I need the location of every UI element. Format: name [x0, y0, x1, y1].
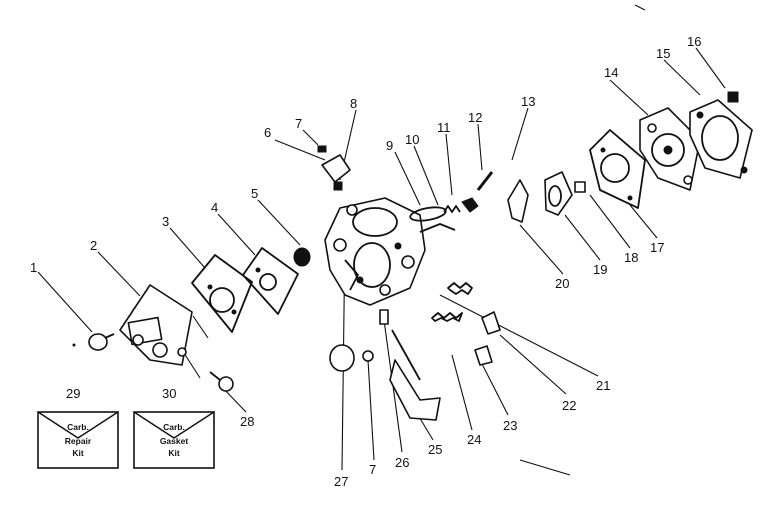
callout-18: 18 — [624, 250, 638, 265]
callout-20: 20 — [555, 276, 569, 291]
part-26-shaft — [379, 309, 421, 381]
callout-16: 16 — [687, 34, 701, 49]
part-28-screw — [209, 371, 234, 392]
part-8-screw — [333, 181, 343, 191]
callout-17: 17 — [650, 240, 664, 255]
callout-8: 8 — [350, 96, 357, 111]
repair-kit-envelope: Carb. Repair Kit — [37, 411, 119, 469]
carburetor-body — [324, 197, 456, 306]
callout-24: 24 — [467, 432, 481, 447]
part-15-cover — [689, 99, 753, 179]
gasket-kit-envelope: Carb. Gasket Kit — [133, 411, 215, 469]
part-17-gasket — [589, 129, 646, 209]
callout-10: 10 — [405, 132, 419, 147]
callout-23: 23 — [503, 418, 517, 433]
callout-labels: 1 2 3 4 5 6 7 8 9 10 11 12 13 14 15 16 1… — [30, 34, 701, 489]
part-1-cap — [88, 333, 115, 351]
callout-30: 30 — [162, 386, 176, 401]
leader-lines — [37, 4, 726, 476]
part-11-lever — [461, 197, 479, 213]
part-7-screw — [317, 145, 327, 153]
part-5-screen — [293, 247, 311, 267]
part-21-spring — [447, 282, 473, 295]
callout-13: 13 — [521, 94, 535, 109]
part-22-needle — [481, 311, 501, 335]
callout-25: 25 — [428, 442, 442, 457]
callout-21: 21 — [596, 378, 610, 393]
callout-7b: 7 — [369, 462, 376, 477]
callout-3: 3 — [162, 214, 169, 229]
speck — [72, 343, 76, 347]
callout-27: 27 — [334, 474, 348, 489]
part-16-screw — [727, 91, 739, 103]
callout-2: 2 — [90, 238, 97, 253]
callout-26: 26 — [395, 455, 409, 470]
part-25-lever — [389, 359, 441, 421]
repair-kit-line2: Repair — [65, 436, 92, 446]
part-10-spring — [443, 205, 461, 213]
callout-14: 14 — [604, 65, 618, 80]
part-3-gasket — [191, 254, 253, 333]
callout-22: 22 — [562, 398, 576, 413]
repair-kit-line1: Carb. — [67, 422, 89, 432]
part-14-pump-body — [639, 107, 701, 191]
callout-19: 19 — [593, 262, 607, 277]
part-27-disc — [329, 344, 355, 372]
callout-12: 12 — [468, 110, 482, 125]
callout-11: 11 — [437, 120, 451, 135]
repair-kit-line3: Kit — [72, 448, 84, 458]
part-12-pin — [476, 171, 494, 191]
part-19-diaphragm — [544, 171, 573, 216]
part-4-diaphragm — [242, 247, 299, 315]
gasket-kit-line3: Kit — [168, 448, 180, 458]
callout-5: 5 — [251, 186, 258, 201]
part-18-screw — [574, 181, 586, 193]
callout-7: 7 — [295, 116, 302, 131]
part-6-cover — [321, 154, 351, 183]
gasket-kit-line1: Carb. — [163, 422, 185, 432]
callout-4: 4 — [211, 200, 218, 215]
part-24-spring — [431, 312, 463, 322]
part-23-needle — [474, 345, 493, 366]
callout-29: 29 — [66, 386, 80, 401]
callout-6: 6 — [264, 125, 271, 140]
gasket-kit-line2: Gasket — [160, 436, 189, 446]
callout-1: 1 — [30, 260, 37, 275]
part-7b-screw — [362, 350, 374, 362]
callout-15: 15 — [656, 46, 670, 61]
part-13-needle — [507, 179, 529, 223]
callout-28: 28 — [240, 414, 254, 429]
callout-9: 9 — [386, 138, 393, 153]
part-2-pump-cover — [119, 284, 193, 366]
